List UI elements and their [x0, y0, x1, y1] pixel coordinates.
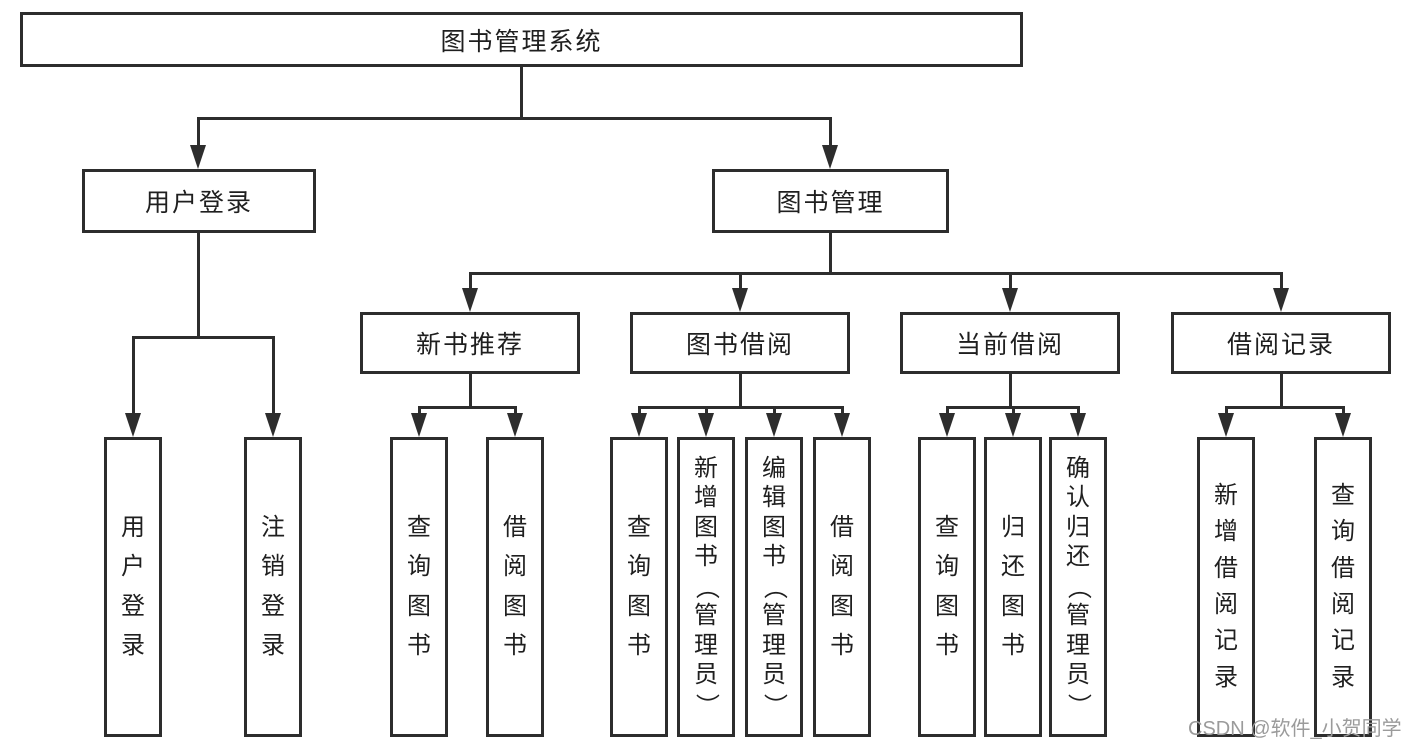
arrowhead-borrowing-records	[1273, 288, 1289, 312]
connector-new-book-recommend-branch	[418, 406, 517, 409]
connector-drop-query-borrow-record	[1342, 406, 1345, 418]
leaf-add-books-admin: 新增图书（管理员）	[677, 437, 735, 737]
leaf-query-borrow-record: 查询借阅记录	[1314, 437, 1372, 737]
csdn-watermark: CSDN @软件_小贺同学	[1188, 718, 1402, 740]
connector-drop-book-borrowing	[739, 272, 742, 292]
arrowhead-query-borrow-record	[1335, 413, 1351, 437]
connector-drop-logout	[272, 336, 275, 416]
connector-drop-return-books	[1012, 406, 1015, 418]
arrowhead-book-management	[822, 145, 838, 169]
node-current-borrowing-label: 当前借阅	[955, 331, 1064, 359]
connector-borrowing-records-stem	[1280, 373, 1283, 408]
arrowhead-add-borrow-record	[1218, 413, 1234, 437]
leaf-edit-books-admin: 编辑图书（管理员）	[745, 437, 803, 737]
leaf-query-books-recommend: 查询图书	[390, 437, 448, 737]
leaf-confirm-return-admin: 确认归还（管理员）	[1049, 437, 1107, 737]
connector-borrowing-records-branch	[1225, 406, 1345, 409]
leaf-query-books-borrowing: 查询图书	[610, 437, 668, 737]
connector-drop-current-borrowing	[1009, 272, 1012, 292]
leaf-return-books-label: 归还图书	[1001, 513, 1025, 659]
connector-user-login-stem	[197, 232, 200, 338]
connector-root-branch	[197, 117, 832, 120]
node-book-borrowing-label: 图书借阅	[685, 331, 794, 359]
arrowhead-new-book-recommend	[462, 288, 478, 312]
connector-drop-book-management	[829, 117, 832, 149]
arrowhead-query-books-current	[939, 413, 955, 437]
connector-drop-query-books-borrowing	[638, 406, 641, 418]
arrowhead-query-books-borrowing	[631, 413, 647, 437]
node-root: 图书管理系统	[20, 12, 1023, 67]
leaf-borrow-books-borrowing-label: 借阅图书	[830, 513, 854, 659]
node-borrowing-records-label: 借阅记录	[1226, 331, 1335, 359]
leaf-logout-label: 注销登录	[261, 513, 285, 659]
node-new-book-recommend-label: 新书推荐	[415, 331, 524, 359]
leaf-query-books-recommend-label: 查询图书	[407, 513, 431, 659]
leaf-borrow-books-recommend-label: 借阅图书	[503, 513, 527, 659]
arrowhead-borrow-books-recommend	[507, 413, 523, 437]
node-user-login-label: 用户登录	[144, 189, 253, 217]
leaf-add-books-admin-label: 新增图书（管理员）	[693, 454, 721, 717]
node-book-management-label: 图书管理	[776, 189, 885, 217]
node-new-book-recommend: 新书推荐	[360, 312, 580, 374]
leaf-add-borrow-record: 新增借阅记录	[1197, 437, 1255, 737]
connector-book-management-stem	[829, 232, 832, 274]
leaf-borrow-books-recommend: 借阅图书	[486, 437, 544, 737]
arrowhead-edit-books-admin	[766, 413, 782, 437]
arrowhead-borrow-books-borrowing	[834, 413, 850, 437]
connector-drop-add-books-admin	[705, 406, 708, 418]
leaf-edit-books-admin-label: 编辑图书（管理员）	[761, 454, 789, 717]
node-book-management: 图书管理	[712, 169, 949, 233]
connector-drop-query-books-recommend	[418, 406, 421, 418]
arrowhead-add-books-admin	[698, 413, 714, 437]
leaf-return-books: 归还图书	[984, 437, 1042, 737]
connector-current-borrowing-stem	[1009, 373, 1012, 408]
connector-drop-borrow-books-borrowing	[841, 406, 844, 418]
leaf-user-login: 用户登录	[104, 437, 162, 737]
connector-book-borrowing-stem	[739, 373, 742, 408]
connector-drop-user-login	[197, 117, 200, 149]
node-user-login: 用户登录	[82, 169, 316, 233]
arrowhead-user-login	[190, 145, 206, 169]
leaf-logout: 注销登录	[244, 437, 302, 737]
connector-root-stem	[520, 66, 523, 119]
leaf-query-books-current: 查询图书	[918, 437, 976, 737]
arrowhead-confirm-return-admin	[1070, 413, 1086, 437]
connector-drop-add-borrow-record	[1225, 406, 1228, 418]
connector-drop-borrow-books-recommend	[514, 406, 517, 418]
connector-drop-user-login-leaf	[132, 336, 135, 416]
connector-drop-confirm-return-admin	[1077, 406, 1080, 418]
connector-user-login-branch	[132, 336, 275, 339]
leaf-confirm-return-admin-label: 确认归还（管理员）	[1065, 454, 1093, 717]
arrowhead-user-login-leaf	[125, 413, 141, 437]
connector-drop-new-book-recommend	[469, 272, 472, 292]
connector-new-book-recommend-stem	[469, 373, 472, 408]
connector-book-management-branch	[469, 272, 1283, 275]
connector-drop-query-books-current	[946, 406, 949, 418]
arrowhead-return-books	[1005, 413, 1021, 437]
node-borrowing-records: 借阅记录	[1171, 312, 1391, 374]
leaf-add-borrow-record-label: 新增借阅记录	[1214, 481, 1238, 691]
connector-drop-edit-books-admin	[773, 406, 776, 418]
node-root-label: 图书管理系统	[440, 27, 603, 56]
leaf-borrow-books-borrowing: 借阅图书	[813, 437, 871, 737]
node-book-borrowing: 图书借阅	[630, 312, 850, 374]
arrowhead-logout	[265, 413, 281, 437]
arrowhead-query-books-recommend	[411, 413, 427, 437]
leaf-query-borrow-record-label: 查询借阅记录	[1331, 481, 1355, 691]
node-current-borrowing: 当前借阅	[900, 312, 1120, 374]
arrowhead-book-borrowing	[732, 288, 748, 312]
connector-book-borrowing-branch	[638, 406, 844, 409]
leaf-query-books-borrowing-label: 查询图书	[627, 513, 651, 659]
leaf-query-books-current-label: 查询图书	[935, 513, 959, 659]
connector-drop-borrowing-records	[1280, 272, 1283, 292]
leaf-user-login-label: 用户登录	[121, 513, 145, 659]
arrowhead-current-borrowing	[1002, 288, 1018, 312]
